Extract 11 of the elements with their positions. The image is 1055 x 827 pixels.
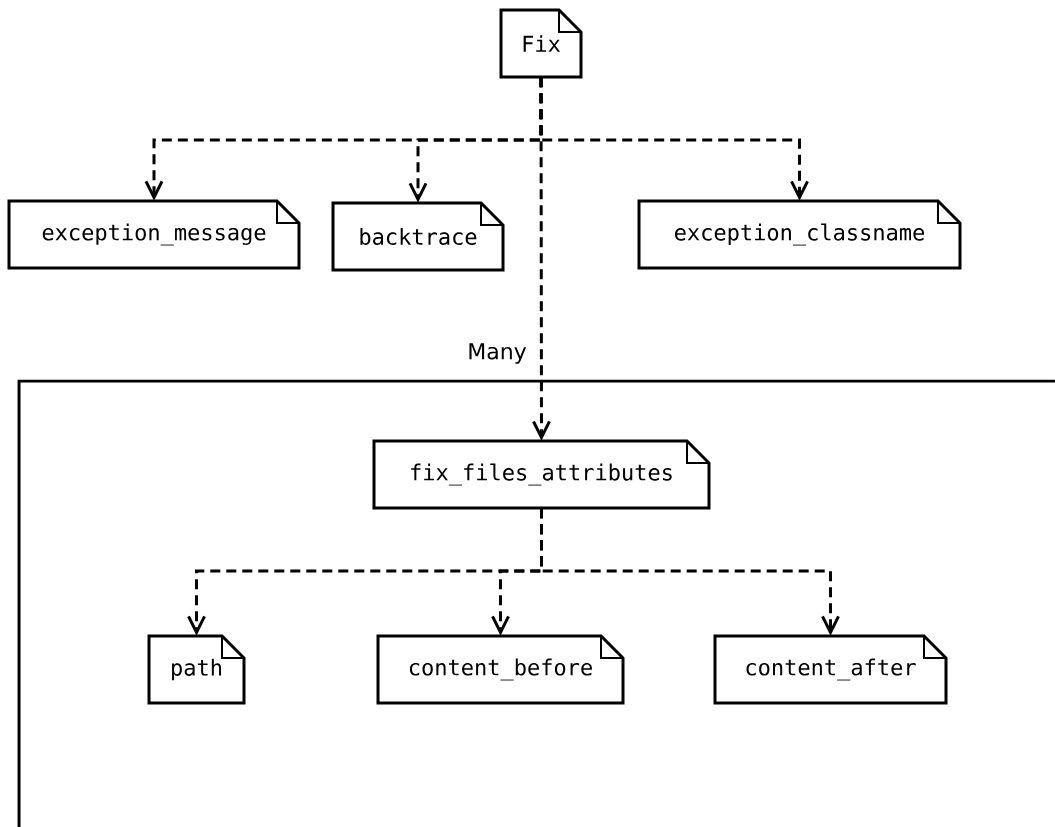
arrow xyxy=(540,508,840,636)
arrow xyxy=(532,77,551,441)
note-box: backtrace xyxy=(331,201,505,272)
note-box: Fix xyxy=(499,8,583,79)
note-box: fix_files_attributes xyxy=(372,439,711,510)
note-box: content_after xyxy=(713,634,948,705)
note-box: content_before xyxy=(376,634,625,705)
node-label: Many xyxy=(469,343,527,364)
note-box: exception_classname xyxy=(637,199,962,270)
note-box: path xyxy=(147,634,246,705)
note-box: exception_message xyxy=(7,199,301,270)
